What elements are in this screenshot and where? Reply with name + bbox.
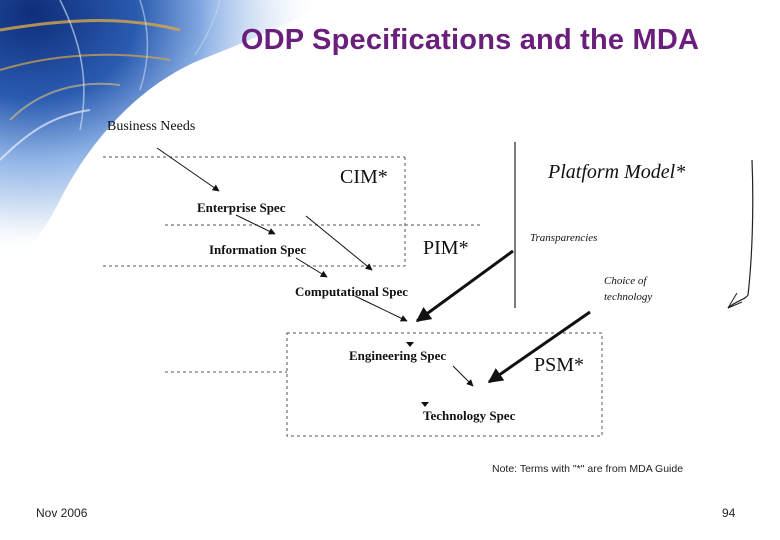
cim-region (103, 156, 406, 267)
slide-title: ODP Specifications and the MDA (240, 24, 700, 56)
business-needs-label: Business Needs (107, 119, 195, 134)
arrow-enterprise-to-computational (305, 215, 373, 271)
choice-of-label: Choice of (604, 275, 648, 287)
page-number: 94 (722, 506, 736, 520)
arrow-choice-of-technology (487, 310, 591, 384)
technology-spec-label: Technology Spec (423, 408, 516, 423)
cim-label: CIM* (340, 166, 388, 188)
arrow-engineering-to-psm (452, 365, 474, 387)
mda-guide-note: Note: Terms with "*" are from MDA Guide (492, 463, 683, 475)
arrow-business-to-enterprise (156, 147, 220, 192)
information-spec-label: Information Spec (209, 242, 306, 257)
pim-label: PIM* (423, 237, 469, 259)
footer-date: Nov 2006 (36, 506, 88, 520)
enterprise-spec-label: Enterprise Spec (197, 200, 286, 215)
engineering-spec-label: Engineering Spec (349, 348, 446, 363)
transparencies-label: Transparencies (530, 232, 597, 244)
platform-model-region (514, 142, 754, 309)
technology-marker (421, 402, 429, 407)
arrow-information-to-computational (295, 257, 328, 278)
psm-region (165, 332, 603, 437)
platform-model-label: Platform Model* (547, 161, 685, 183)
computational-spec-label: Computational Spec (295, 284, 408, 299)
arrow-enterprise-to-information (235, 214, 276, 235)
technology-label: technology (604, 291, 652, 303)
psm-label: PSM* (534, 354, 584, 376)
arrow-computational-to-engineering (354, 295, 408, 322)
engineering-marker (406, 342, 414, 347)
arrow-transparencies (415, 249, 514, 323)
